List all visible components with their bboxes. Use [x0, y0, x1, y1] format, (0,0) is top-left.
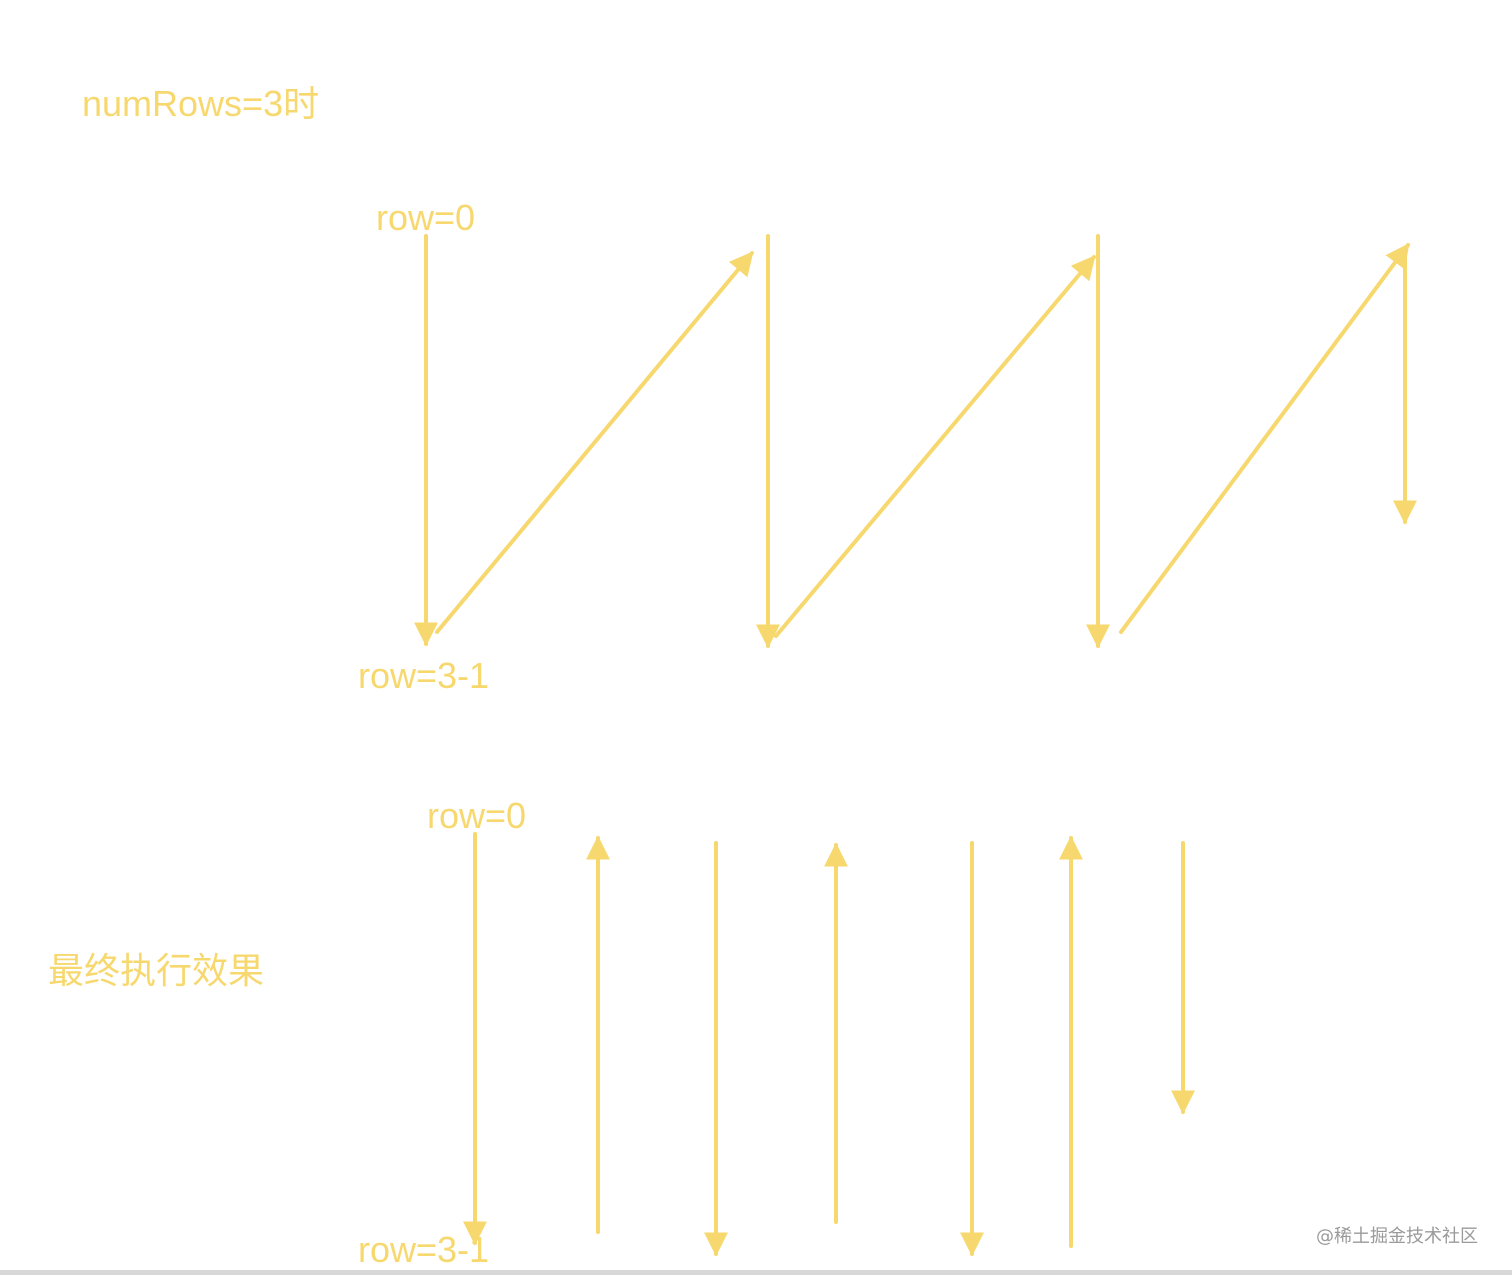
result-row-start-label: row=0: [427, 795, 527, 836]
zigzag-up-arrow-2: [774, 255, 1096, 638]
zigzag-up-arrow-1: [435, 251, 754, 634]
zigzag-up-arrow-3: [1119, 243, 1410, 634]
zigzag-row-start-label: row=0: [376, 197, 476, 238]
diagram-title: numRows=3时: [82, 83, 320, 124]
zigzag-row-end-label: row=3-1: [358, 655, 490, 696]
watermark: @稀土掘金技术社区: [1316, 1226, 1478, 1247]
bottom-divider: [0, 1270, 1512, 1275]
zigzag-arrows: [414, 234, 1417, 649]
result-arrows: [463, 832, 1195, 1257]
final-effect-label: 最终执行效果: [48, 951, 265, 992]
